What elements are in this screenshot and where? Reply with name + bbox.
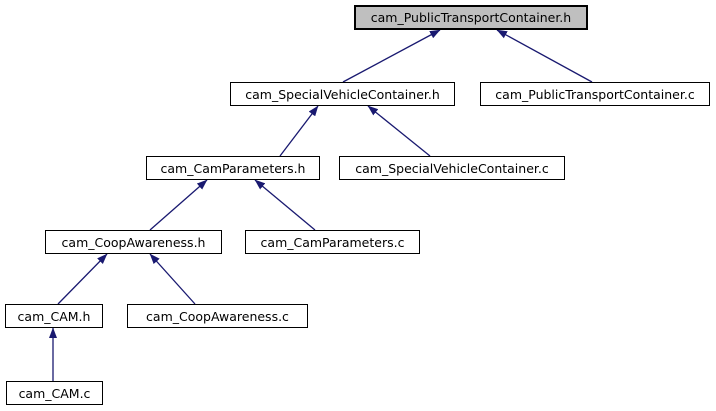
graph-node-cam_CoopAwareness.h[interactable]: cam_CoopAwareness.h bbox=[45, 230, 222, 254]
graph-node-cam_CamParameters.h[interactable]: cam_CamParameters.h bbox=[146, 156, 320, 180]
dependency-edge-cam_CamParameters_c-to-cam_CamParameters_h bbox=[254, 179, 316, 231]
graph-node-cam_CamParameters.c[interactable]: cam_CamParameters.c bbox=[245, 230, 420, 254]
graph-node-cam_PublicTransportContainer.c[interactable]: cam_PublicTransportContainer.c bbox=[480, 82, 710, 106]
graph-node-cam_PublicTransportContainer.h: cam_PublicTransportContainer.h bbox=[354, 5, 588, 30]
dependency-edge-cam_SpecialVehicleContainer_h-to-cam_PublicTransportContainer_h bbox=[342, 29, 441, 83]
graph-node-cam_CoopAwareness.c[interactable]: cam_CoopAwareness.c bbox=[127, 304, 308, 328]
graph-node-cam_CAM.c[interactable]: cam_CAM.c bbox=[6, 381, 103, 405]
graph-node-cam_CAM.h[interactable]: cam_CAM.h bbox=[5, 304, 103, 328]
dependency-edge-cam_CoopAwareness_h-to-cam_CamParameters_h bbox=[149, 179, 208, 231]
dependency-edge-cam_CamParameters_h-to-cam_SpecialVehicleContainer_h bbox=[279, 105, 319, 157]
graph-node-cam_SpecialVehicleContainer.c[interactable]: cam_SpecialVehicleContainer.c bbox=[339, 156, 565, 180]
graph-node-cam_SpecialVehicleContainer.h[interactable]: cam_SpecialVehicleContainer.h bbox=[230, 82, 455, 106]
dependency-edge-cam_PublicTransportContainer_c-to-cam_PublicTransportContainer_h bbox=[496, 29, 593, 83]
dependency-edge-cam_CAM_h-to-cam_CoopAwareness_h bbox=[57, 253, 108, 305]
dependency-edge-cam_SpecialVehicleContainer_c-to-cam_SpecialVehicleContainer_h bbox=[367, 105, 431, 157]
dependency-edge-cam_CoopAwareness_c-to-cam_CoopAwareness_h bbox=[149, 253, 196, 305]
